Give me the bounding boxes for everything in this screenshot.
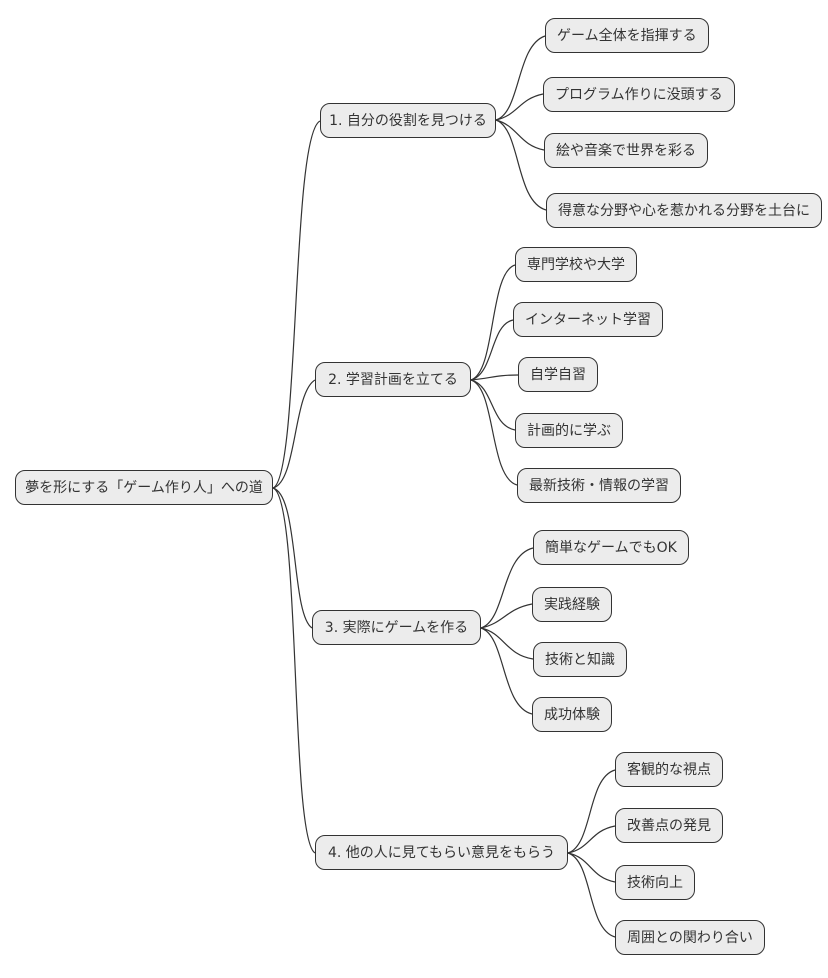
- branch-node-1: 1. 自分の役割を見つける: [320, 103, 496, 138]
- leaf-node-2-1: 専門学校や大学: [515, 247, 637, 282]
- leaf-node-1-2: プログラム作りに没頭する: [543, 77, 735, 112]
- leaf-node-2-5: 最新技術・情報の学習: [517, 468, 681, 503]
- root-node: 夢を形にする「ゲーム作り人」への道: [15, 470, 273, 505]
- leaf-node-3-2: 実践経験: [532, 587, 612, 622]
- edge-branch1-child2: [495, 93, 544, 121]
- edge-branch1-child1: [495, 35, 546, 121]
- edge-branch1-child3: [495, 119, 545, 151]
- branch-node-4: 4. 他の人に見てもらい意見をもらう: [315, 835, 568, 870]
- edge-branch4-child4: [567, 852, 616, 938]
- leaf-node-4-1: 客観的な視点: [615, 752, 723, 787]
- leaf-node-1-4: 得意な分野や心を惹かれる分野を土台に: [546, 193, 822, 228]
- edge-branch2-child1: [470, 264, 516, 381]
- edge-root-branch1: [272, 120, 321, 489]
- leaf-node-1-3: 絵や音楽で世界を彩る: [544, 133, 708, 168]
- leaf-node-4-2: 改善点の発見: [615, 808, 723, 843]
- leaf-node-2-3: 自学自習: [518, 357, 598, 392]
- edge-branch3-child4: [480, 627, 533, 715]
- edge-root-branch2: [272, 379, 316, 489]
- edge-branch3-child2: [480, 603, 533, 629]
- edge-branch3-child3: [480, 627, 534, 660]
- leaf-node-4-3: 技術向上: [615, 865, 695, 900]
- leaf-node-3-1: 簡単なゲームでもOK: [533, 530, 689, 565]
- leaf-node-1-1: ゲーム全体を指揮する: [545, 18, 709, 53]
- edge-branch2-child4: [470, 379, 516, 431]
- edge-branch4-child1: [567, 769, 616, 854]
- edge-branch4-child2: [567, 825, 616, 854]
- leaf-node-3-4: 成功体験: [532, 697, 612, 732]
- edge-root-branch3: [272, 487, 313, 629]
- edge-branch2-child5: [470, 379, 518, 486]
- edge-branch2-child3: [470, 374, 519, 381]
- edge-branch2-child2: [470, 319, 514, 381]
- leaf-node-2-4: 計画的に学ぶ: [515, 413, 623, 448]
- leaf-node-3-3: 技術と知識: [533, 642, 627, 677]
- leaf-node-4-4: 周囲との関わり合い: [615, 920, 765, 955]
- leaf-node-2-2: インターネット学習: [513, 302, 663, 337]
- branch-node-2: 2. 学習計画を立てる: [315, 362, 471, 397]
- edge-branch1-child4: [495, 119, 547, 211]
- edge-branch4-child3: [567, 852, 616, 883]
- edge-branch3-child1: [480, 547, 534, 629]
- branch-node-3: 3. 実際にゲームを作る: [312, 610, 481, 645]
- edge-root-branch4: [272, 487, 316, 854]
